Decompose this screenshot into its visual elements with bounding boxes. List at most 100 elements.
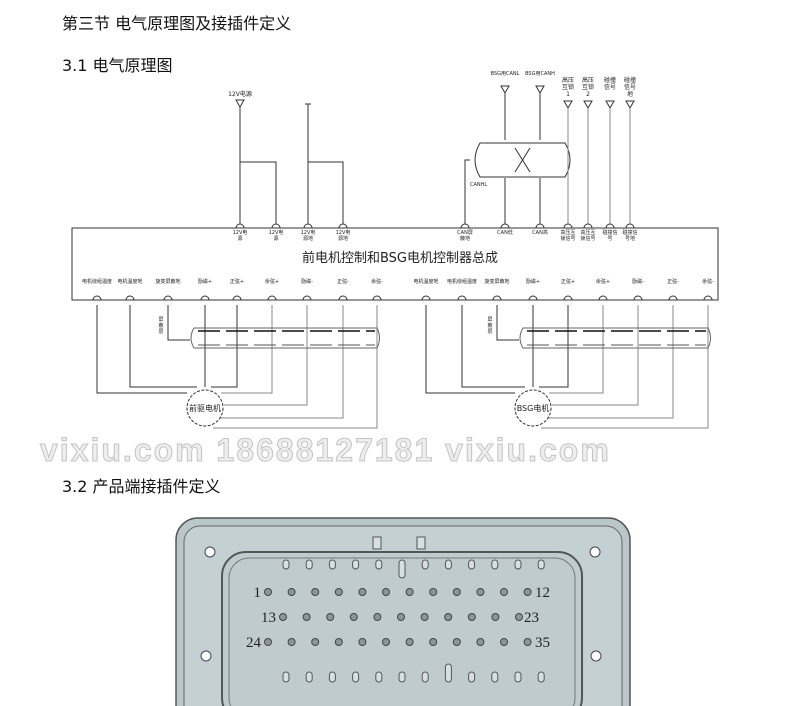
controller-title: 前电机控制和BSG电机控制器总成 [302, 250, 498, 266]
bottom-pin-label: 电机绕组温度 [447, 278, 477, 285]
wire [552, 305, 639, 406]
key-slot [352, 671, 360, 683]
connector-pin [334, 588, 343, 596]
top-pin-label: CAN高 [532, 230, 548, 236]
top-pin-label: 12V电源地 [300, 230, 316, 242]
top-pin-label: CAN低 [497, 230, 513, 236]
connector-pin [358, 638, 367, 646]
bottom-pin-label: 励磁+ [198, 278, 212, 285]
pin-terminal [163, 295, 173, 301]
resolver-shield [190, 327, 380, 349]
pin-terminal [457, 295, 467, 301]
wire [496, 305, 519, 341]
pin-terminal [92, 295, 102, 301]
pin-terminal [535, 223, 545, 229]
supply-arrow-icon [235, 99, 245, 109]
connector-pin [500, 588, 508, 596]
key-slot [537, 559, 545, 570]
connector-pin [373, 613, 382, 621]
wire [167, 305, 190, 341]
key-slot [305, 671, 313, 683]
key-slot [421, 671, 429, 683]
top-pin-label: 碰撞信号 [602, 230, 618, 242]
bottom-pin-label: 旋变屏蔽地 [155, 278, 180, 285]
key-slot [444, 559, 452, 570]
latch-tab [372, 536, 382, 550]
signal-arrow-icon [625, 100, 635, 110]
top-pin-label: 12V电源 [268, 230, 284, 242]
connector-pin [452, 588, 461, 596]
connector-pin [523, 588, 532, 596]
key-slot [352, 559, 360, 570]
signal-arrow-icon [605, 100, 615, 110]
connector-pin [311, 588, 320, 596]
section-title: 第三节 电气原理图及接插件定义 [62, 14, 292, 33]
wire [464, 159, 470, 226]
controller-box [71, 227, 719, 301]
bottom-pin-label: 励磁+ [526, 278, 540, 285]
heading-connector: 3.2 产品端接插件定义 [62, 477, 221, 496]
wire [539, 305, 569, 388]
mounting-hole-icon [200, 650, 212, 662]
pin-number-label: 13 [261, 610, 276, 626]
mounting-hole-icon [204, 546, 216, 558]
can-label: BSG用CANH [525, 71, 555, 77]
bottom-pin-label: 励磁- [301, 278, 313, 285]
can-arrow-icon [500, 85, 510, 95]
wire [308, 161, 344, 226]
top-pin-label: 12V电源 [232, 230, 248, 242]
signal-arrow-icon [563, 100, 573, 110]
pin-terminal [563, 295, 573, 301]
pin-terminal [625, 223, 635, 229]
key-slot [468, 671, 476, 683]
pin-terminal [668, 295, 678, 301]
bottom-pin-label: 旋变屏蔽地 [484, 278, 509, 285]
pin-terminal [235, 223, 245, 229]
top-pin-label: CAN屏蔽地 [457, 230, 473, 242]
wire [549, 305, 604, 394]
pin-terminal [302, 295, 312, 301]
bottom-pin-label: 正弦+ [230, 278, 244, 285]
wire [96, 305, 187, 394]
connector-pin [405, 638, 414, 646]
key-slot [328, 671, 336, 683]
wire [221, 305, 273, 394]
connector-pin [500, 638, 508, 646]
bottom-pin-label: 电机温度地 [117, 278, 142, 285]
key-slot [328, 559, 336, 570]
key-slot [491, 671, 499, 683]
pin-terminal [605, 223, 615, 229]
bottom-pin-label: 余弦+ [596, 278, 610, 285]
key-slot [398, 559, 406, 579]
signal-label: 碰撞信号地 [623, 77, 636, 98]
connector-pin [287, 588, 296, 596]
connector-pin [334, 638, 343, 646]
wire [514, 147, 531, 173]
key-slot [444, 663, 452, 683]
connector-pin [264, 588, 272, 596]
wire [461, 305, 525, 388]
connector-pin [358, 588, 367, 596]
wire [541, 305, 709, 429]
key-slot [514, 671, 522, 683]
key-slot [514, 559, 522, 570]
pin-terminal [372, 295, 382, 301]
bottom-pin-label: 正弦- [667, 278, 679, 285]
wire [220, 305, 344, 419]
pin-terminal [563, 223, 573, 229]
connector-pin [429, 638, 438, 646]
key-slot [398, 671, 406, 683]
front-motor-icon [186, 389, 224, 427]
connector-pin [420, 613, 429, 621]
pin-terminal [460, 223, 470, 229]
pin-number-label: 23 [524, 610, 539, 626]
connector-pin [515, 613, 523, 621]
key-slot [305, 559, 313, 570]
key-slot [282, 671, 290, 683]
can-label: BSG用CANL [490, 71, 520, 77]
top-pin-label: 高压互锁信号 [580, 230, 596, 242]
pin-number-label: 1 [254, 585, 262, 601]
can-arrow-icon [535, 85, 545, 95]
connector-pin [264, 638, 272, 646]
connector-pin [467, 613, 476, 621]
